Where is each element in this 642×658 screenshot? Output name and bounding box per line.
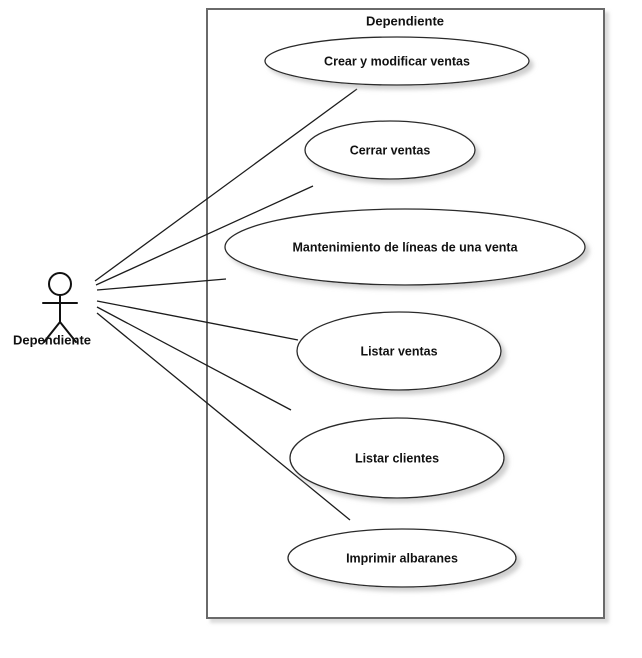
use-case-label-imprimir-albaranes: Imprimir albaranes (346, 551, 458, 565)
use-case-label-cerrar-ventas: Cerrar ventas (350, 143, 431, 157)
association-lines-group (94, 88, 358, 521)
association-line-listar-ventas[interactable] (96, 300, 299, 341)
association-line-listar-clientes[interactable] (96, 306, 292, 411)
use-case-ellipse-imprimir-albaranes[interactable] (287, 528, 517, 588)
actor-head-icon (48, 272, 72, 296)
use-case-listar-clientes[interactable]: Listar clientes (289, 417, 505, 499)
use-case-ellipse-listar-clientes[interactable] (289, 417, 505, 499)
use-case-imprimir-albaranes[interactable]: Imprimir albaranes (287, 528, 517, 588)
actor-dependiente[interactable]: Dependiente (13, 272, 91, 347)
actor-label: Dependiente (13, 332, 91, 347)
use-case-mantenimiento-lineas-venta[interactable]: Mantenimiento de líneas de una venta (224, 208, 586, 286)
use-case-label-crear-modificar-ventas: Crear y modificar ventas (324, 54, 470, 68)
use-case-label-listar-ventas: Listar ventas (360, 344, 437, 358)
use-case-ellipse-listar-ventas[interactable] (296, 311, 502, 391)
use-case-label-mantenimiento-lineas-venta: Mantenimiento de líneas de una venta (292, 240, 518, 254)
use-case-crear-modificar-ventas[interactable]: Crear y modificar ventas (264, 36, 530, 86)
use-case-ellipse-cerrar-ventas[interactable] (304, 120, 476, 180)
association-line-crear-modificar-ventas[interactable] (94, 88, 358, 282)
use-case-label-listar-clientes: Listar clientes (355, 451, 439, 465)
association-line-mantenimiento-lineas-venta[interactable] (96, 278, 227, 291)
actor-left-leg-line (43, 321, 61, 343)
association-line-cerrar-ventas[interactable] (95, 185, 314, 286)
actor-right-leg-line (59, 321, 77, 343)
use-case-listar-ventas[interactable]: Listar ventas (296, 311, 502, 391)
association-line-imprimir-albaranes[interactable] (96, 312, 351, 521)
use-case-cerrar-ventas[interactable]: Cerrar ventas (304, 120, 476, 180)
use-case-ellipse-crear-modificar-ventas[interactable] (264, 36, 530, 86)
system-boundary-title: Dependiente (366, 13, 444, 28)
use-case-ellipse-mantenimiento-lineas-venta[interactable] (224, 208, 586, 286)
